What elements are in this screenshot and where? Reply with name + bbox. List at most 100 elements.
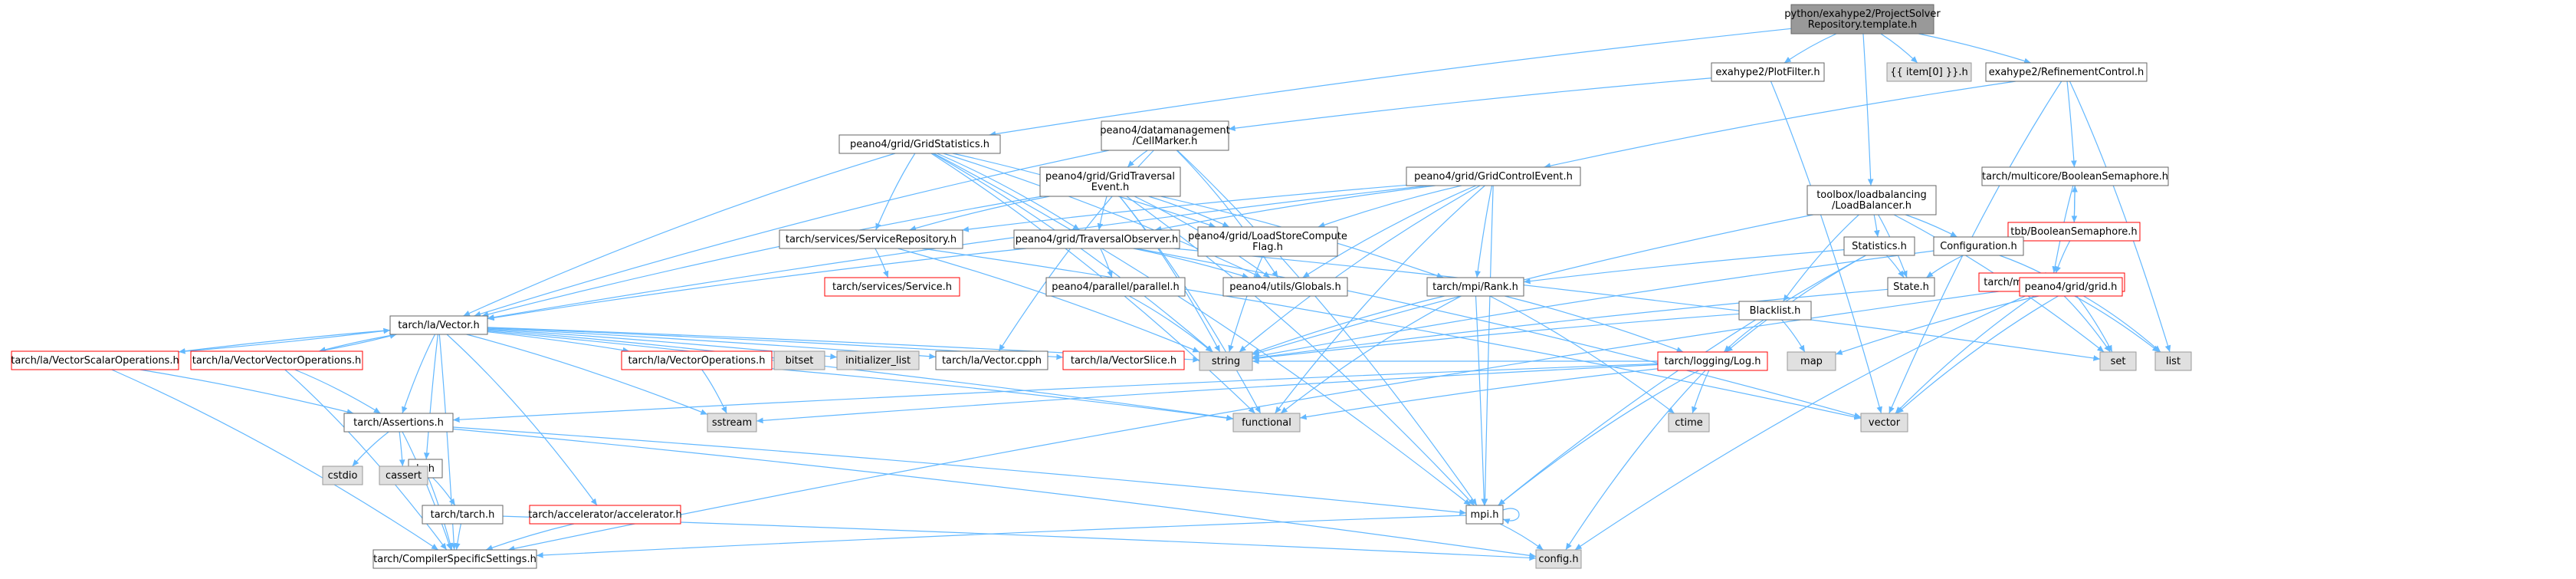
node-statistics[interactable]: Statistics.h xyxy=(1843,236,1915,256)
node-box xyxy=(1535,549,1582,569)
edge-vector-to-functional xyxy=(487,330,1234,421)
node-gridcontrol[interactable]: peano4/grid/GridControlEvent.h xyxy=(1406,166,1581,186)
node-label: peano4/grid/GridTraversal xyxy=(1045,171,1175,183)
edge-log-to-ctime xyxy=(1692,370,1710,414)
node-vvector[interactable]: tarch/la/VectorVectorOperations.h xyxy=(190,350,363,370)
node-assertions[interactable]: tarch/Assertions.h xyxy=(343,413,454,433)
node-box xyxy=(1985,62,2148,82)
edge-root-to-refinement xyxy=(1918,33,2031,64)
node-label: tarch/la/Vector.h xyxy=(398,320,479,331)
edge-cellmarker-to-globals xyxy=(1176,150,1278,278)
node-box xyxy=(621,350,773,370)
edge-root-to-loadbalancer xyxy=(1862,33,1874,186)
node-gridh[interactable]: peano4/grid/grid.h xyxy=(2019,277,2123,297)
node-box xyxy=(422,505,504,525)
node-vscalar[interactable]: tarch/la/VectorScalarOperations.h xyxy=(11,350,179,370)
node-box xyxy=(779,229,963,249)
node-servicerepo[interactable]: tarch/services/ServiceRepository.h xyxy=(779,229,963,249)
node-label: tarch/la/VectorSlice.h xyxy=(1071,355,1176,367)
node-label: tarch/la/Vector.cpph xyxy=(942,355,1042,367)
edge-vscalar-to-compiler xyxy=(111,369,439,551)
edge-tbbbool-to-boolsem xyxy=(2072,185,2078,223)
node-box xyxy=(1981,166,2169,186)
node-configuration[interactable]: Configuration.h xyxy=(1933,236,2024,256)
node-box xyxy=(1657,351,1768,371)
node-globals[interactable]: peano4/utils/Globals.h xyxy=(1222,277,1348,297)
node-traversalobs[interactable]: peano4/grid/TraversalObserver.h xyxy=(1013,229,1180,249)
node-label: exahype2/RefinementControl.h xyxy=(1989,67,2144,78)
node-cassert: cassert xyxy=(379,466,428,485)
node-label: toolbox/loadbalancing xyxy=(1816,189,1927,201)
edge-mpi-to-compiler xyxy=(536,515,1467,558)
node-log[interactable]: tarch/logging/Log.h xyxy=(1657,351,1768,371)
node-label: ctime xyxy=(1675,417,1703,429)
edge-gridcontrol-to-loadstore xyxy=(1318,185,1462,228)
node-label: peano4/parallel/parallel.h xyxy=(1052,281,1180,293)
node-box xyxy=(824,277,960,297)
edge-cellmarker-to-vector xyxy=(474,150,1110,317)
edge-assertions-to-cassert xyxy=(399,431,405,467)
node-mpi[interactable]: mpi.h xyxy=(1465,505,1504,525)
node-box xyxy=(1806,185,1937,215)
node-blacklist[interactable]: Blacklist.h xyxy=(1738,301,1812,321)
node-cstdio: cstdio xyxy=(322,466,363,485)
node-state[interactable]: State.h xyxy=(1887,277,1935,297)
edge-vector-to-sstream xyxy=(466,334,708,415)
node-box xyxy=(1406,166,1581,186)
edge-gridtraversal-to-traversalobs xyxy=(1097,196,1108,231)
node-label: tarch/logging/Log.h xyxy=(1664,356,1761,367)
node-label: tarch/Assertions.h xyxy=(353,417,444,429)
edge-traversalobs-to-parallel xyxy=(1100,248,1113,278)
node-vectorcpp[interactable]: tarch/la/Vector.cpph xyxy=(935,350,1048,370)
node-label: string xyxy=(1212,356,1240,367)
node-boolsem[interactable]: tarch/multicore/BooleanSemaphore.h xyxy=(1981,166,2169,186)
node-compiler[interactable]: tarch/CompilerSpecificSettings.h xyxy=(372,549,537,569)
edge-gridtraversal-to-functional xyxy=(1119,196,1262,414)
node-label: Statistics.h xyxy=(1852,241,1907,252)
edge-root-to-plotfilter xyxy=(1784,33,1837,64)
node-label: tarch/la/VectorOperations.h xyxy=(628,355,765,367)
edge-root-to-item0 xyxy=(1880,33,1918,64)
node-vslice[interactable]: tarch/la/VectorSlice.h xyxy=(1062,350,1185,370)
edge-assertions-to-cstdio xyxy=(352,431,389,467)
node-box xyxy=(389,315,488,335)
node-box xyxy=(1101,120,1229,151)
node-tbbbool[interactable]: tbb/BooleanSemaphore.h xyxy=(2007,222,2141,242)
node-vector[interactable]: tarch/la/Vector.h xyxy=(389,315,488,335)
node-refinement[interactable]: exahype2/RefinementControl.h xyxy=(1985,62,2148,82)
edge-log-to-sstream xyxy=(756,364,1659,424)
node-loadbalancer[interactable]: toolbox/loadbalancing/LoadBalancer.h xyxy=(1806,185,1937,215)
edge-gridcontrol-to-functional xyxy=(1275,185,1485,414)
node-label: Event.h xyxy=(1091,182,1130,193)
node-box xyxy=(1787,351,1836,371)
edge-log-to-mpi xyxy=(1498,370,1699,506)
node-box xyxy=(1887,277,1935,297)
node-sstream: sstream xyxy=(707,413,757,433)
node-stdvector: vector xyxy=(1860,413,1908,433)
node-gridstats[interactable]: peano4/grid/GridStatistics.h xyxy=(838,134,1001,154)
node-tarchh[interactable]: tarch/tarch.h xyxy=(422,505,504,525)
node-rank[interactable]: tarch/mpi/Rank.h xyxy=(1426,277,1524,297)
node-box xyxy=(1222,277,1348,297)
node-accel[interactable]: tarch/accelerator/accelerator.h xyxy=(528,505,682,525)
node-box xyxy=(1711,62,1825,82)
node-set: set xyxy=(2099,351,2137,371)
node-parallel[interactable]: peano4/parallel/parallel.h xyxy=(1045,277,1186,297)
node-box xyxy=(773,350,825,370)
edge-loadbalancer-to-blacklist xyxy=(1783,214,1859,302)
node-label: tarch/services/Service.h xyxy=(832,281,952,293)
node-label: tarch/services/ServiceRepository.h xyxy=(786,234,957,245)
edge-blacklist-to-string xyxy=(1252,313,1740,361)
node-box xyxy=(836,350,920,370)
node-service[interactable]: tarch/services/Service.h xyxy=(824,277,960,297)
edge-vops-to-sstream xyxy=(701,369,727,414)
node-plotfilter[interactable]: exahype2/PlotFilter.h xyxy=(1711,62,1825,82)
node-cellmarker[interactable]: peano4/datamanagement/CellMarker.h xyxy=(1100,120,1230,151)
node-vops[interactable]: tarch/la/VectorOperations.h xyxy=(621,350,773,370)
edge-traversalobs-to-stdvector xyxy=(1136,248,1862,419)
node-label: tarch/multicore/BooleanSemaphore.h xyxy=(1982,171,2168,183)
edge-state-to-string xyxy=(1252,288,1889,360)
edge-log-to-config xyxy=(1565,370,1706,551)
